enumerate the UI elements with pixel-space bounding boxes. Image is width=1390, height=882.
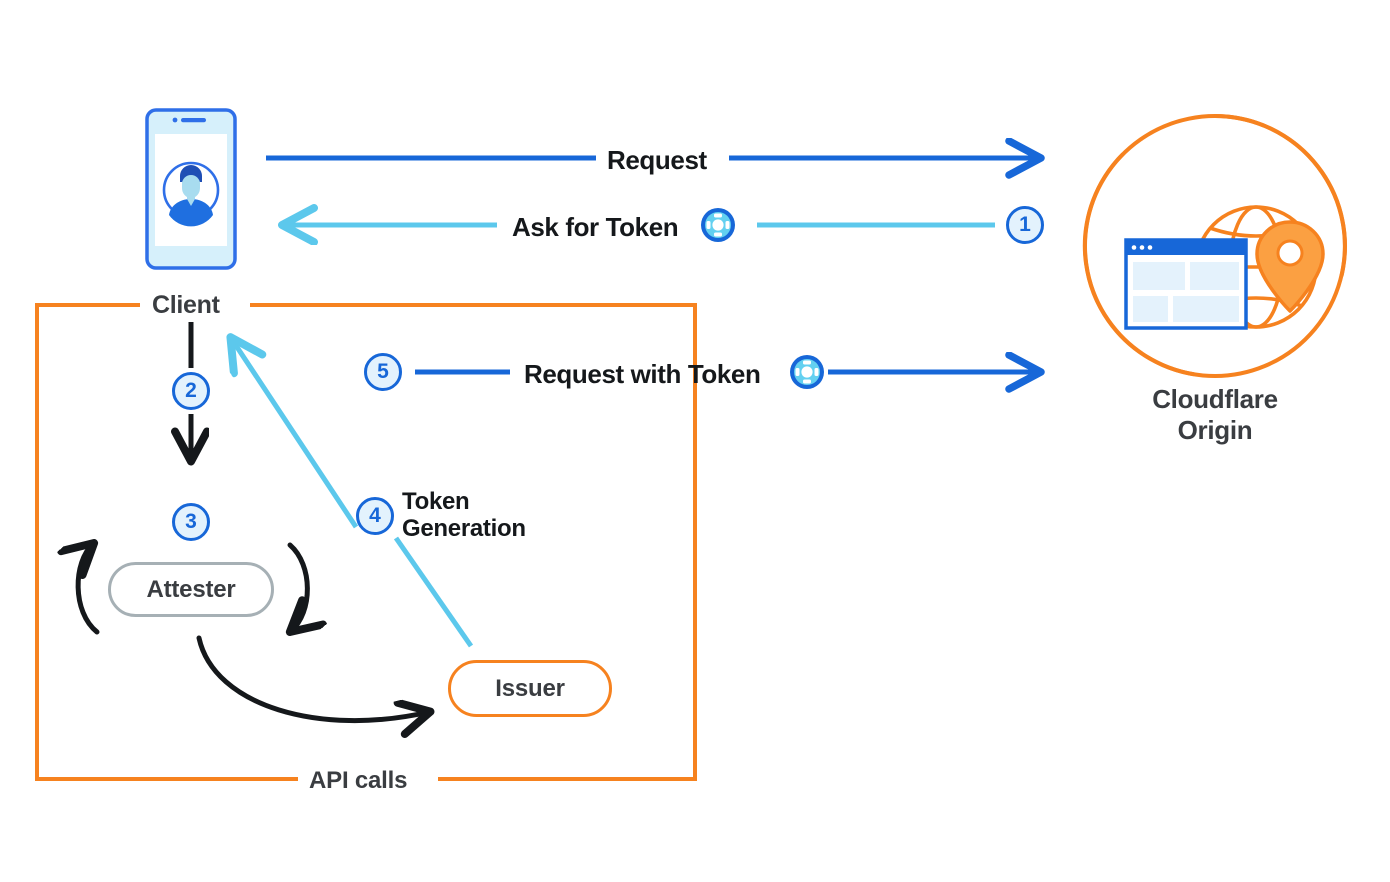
origin-illustration <box>1082 114 1347 378</box>
flow-label-request: Request <box>607 145 707 175</box>
step-circle-5[interactable]: 5 <box>364 353 402 391</box>
node-label-origin: Cloudflare Origin <box>1100 384 1330 445</box>
flow-label-ask-for-token: Ask for Token <box>512 212 679 242</box>
token-generation-line2: Generation <box>402 514 526 542</box>
token-icon-2 <box>790 355 824 389</box>
location-pin-icon <box>1255 220 1325 313</box>
node-attester[interactable]: Attester <box>108 562 274 617</box>
globe-icon <box>1194 205 1318 329</box>
step-circle-1[interactable]: 1 <box>1006 206 1044 244</box>
step-circle-2[interactable]: 2 <box>172 372 210 410</box>
token-icon-1 <box>701 208 735 242</box>
smartphone-user-icon <box>145 108 237 270</box>
flow-label-token-generation: Token Generation <box>402 488 526 543</box>
step-circle-3[interactable]: 3 <box>172 503 210 541</box>
node-label-issuer: Issuer <box>495 674 565 702</box>
node-issuer[interactable]: Issuer <box>448 660 612 717</box>
group-box-gap-api-calls <box>298 768 438 794</box>
token-generation-line1: Token <box>402 488 470 515</box>
step-circle-4[interactable]: 4 <box>356 497 394 535</box>
group-box-label-api-calls: API calls <box>309 767 408 794</box>
node-label-client: Client <box>152 291 220 319</box>
flow-label-request-with-token: Request with Token <box>524 359 761 389</box>
browser-window-icon <box>1124 238 1248 330</box>
node-label-attester: Attester <box>146 575 236 603</box>
origin-label-line1: Cloudflare <box>1152 384 1278 414</box>
group-box-gap-client <box>140 292 250 316</box>
origin-label-line2: Origin <box>1177 414 1253 445</box>
